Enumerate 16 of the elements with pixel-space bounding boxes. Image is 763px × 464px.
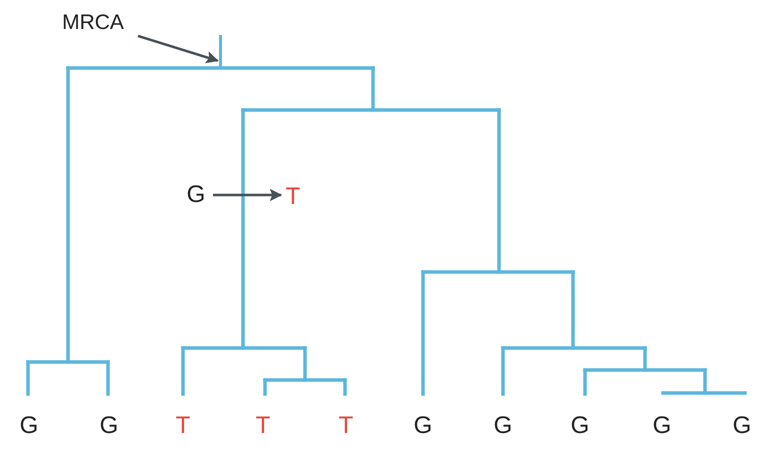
leader-arrow [138, 34, 219, 64]
base-label: T [286, 185, 300, 209]
root-branch [218, 35, 222, 68]
leaf-base-label: T [254, 414, 272, 438]
leaf-base-label: G [652, 414, 672, 438]
ancestor-label: MRCA [62, 12, 124, 32]
leaf-base-label: G [492, 414, 514, 438]
leaf-base-label: G [412, 414, 434, 438]
leaf-base-label: G [98, 414, 120, 438]
leaf-base-label: T [338, 414, 354, 438]
leaf-base-label: T [174, 414, 192, 438]
leaf-base-label: G [732, 414, 752, 438]
arrow [213, 188, 282, 202]
leaf-base-label: G [570, 414, 590, 438]
leaf-base-label: G [18, 414, 40, 438]
base-label: G [186, 183, 206, 207]
